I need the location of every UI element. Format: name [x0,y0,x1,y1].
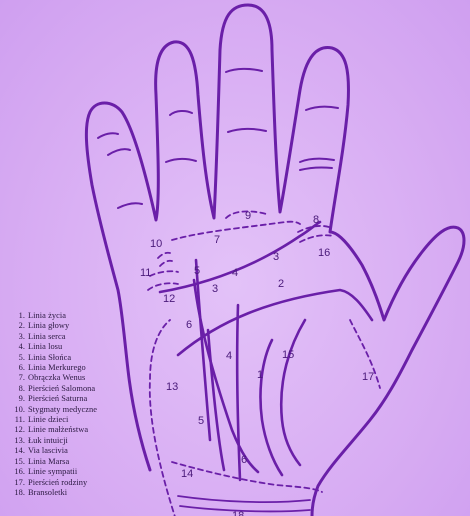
legend-item: 9.Pierścień Saturna [18,394,88,404]
marker-7: 7 [214,234,220,246]
legend-item: 8.Pierścień Salomona [18,383,96,393]
marker-3a: 3 [212,283,218,295]
legend-item: 16.Linie sympatii [14,467,78,477]
marker-18: 18 [232,510,244,516]
marker-6a: 6 [186,319,192,331]
marker-15: 15 [282,349,294,361]
fate-line [206,328,226,472]
finger-creases [97,67,339,209]
legend-item: 15.Linia Marsa [14,456,70,466]
legend-item: 1.Linia życia [18,311,66,320]
legend-item: 10.Stygmaty medyczne [14,404,97,414]
legend-item: 18.Bransoletki [14,487,68,497]
marker-10: 10 [150,238,162,250]
marker-6b: 6 [241,454,247,466]
number-markers: 1 2 3 3 4 4 5 5 6 6 7 8 9 10 11 12 13 14… [140,210,374,516]
marker-12: 12 [163,293,175,305]
marker-5a: 5 [194,265,200,277]
bracelets [177,495,311,513]
legend-item: 17.Pierścień rodziny [14,477,88,487]
marker-14: 14 [181,468,193,480]
marker-9: 9 [245,210,251,222]
head-line [176,288,374,357]
marker-4b: 4 [226,350,232,362]
legend-item: 13.Łuk intuicji [14,435,68,445]
dashed-lines [147,210,381,516]
legend-item: 5.Linia Słońca [18,352,72,362]
marker-16: 16 [318,247,330,259]
marker-17: 17 [362,371,374,383]
palm-lines [158,220,374,482]
marker-1: 1 [257,369,263,381]
legend: 1.Linia życia 2.Linia głowy 3.Linia serc… [10,311,97,498]
legend-item: 2.Linia głowy [18,321,70,331]
marker-8: 8 [313,214,319,226]
heart-line [158,220,322,294]
marker-11: 11 [140,267,151,279]
marker-13: 13 [166,381,178,393]
legend-item: 3.Linia serca [18,331,66,341]
life-line-1 [259,338,284,477]
marker-2: 2 [278,278,284,290]
legend-item: 12.Linie małżeństwa [14,425,89,435]
legend-item: 4.Linia losu [18,342,63,352]
mars-line [279,318,307,467]
marker-3b: 3 [273,251,279,263]
legend-item: 11.Linie dzieci [14,415,69,425]
hand-outline [84,3,466,516]
fate-line-2 [235,303,242,482]
marker-4a: 4 [232,267,238,279]
sun-line [194,258,212,442]
legend-item: 14.Via lascivia [14,446,68,456]
legend-item: 6.Linia Merkurego [18,363,86,373]
marker-5b: 5 [198,415,204,427]
legend-item: 7.Obrączka Wenus [18,373,86,383]
